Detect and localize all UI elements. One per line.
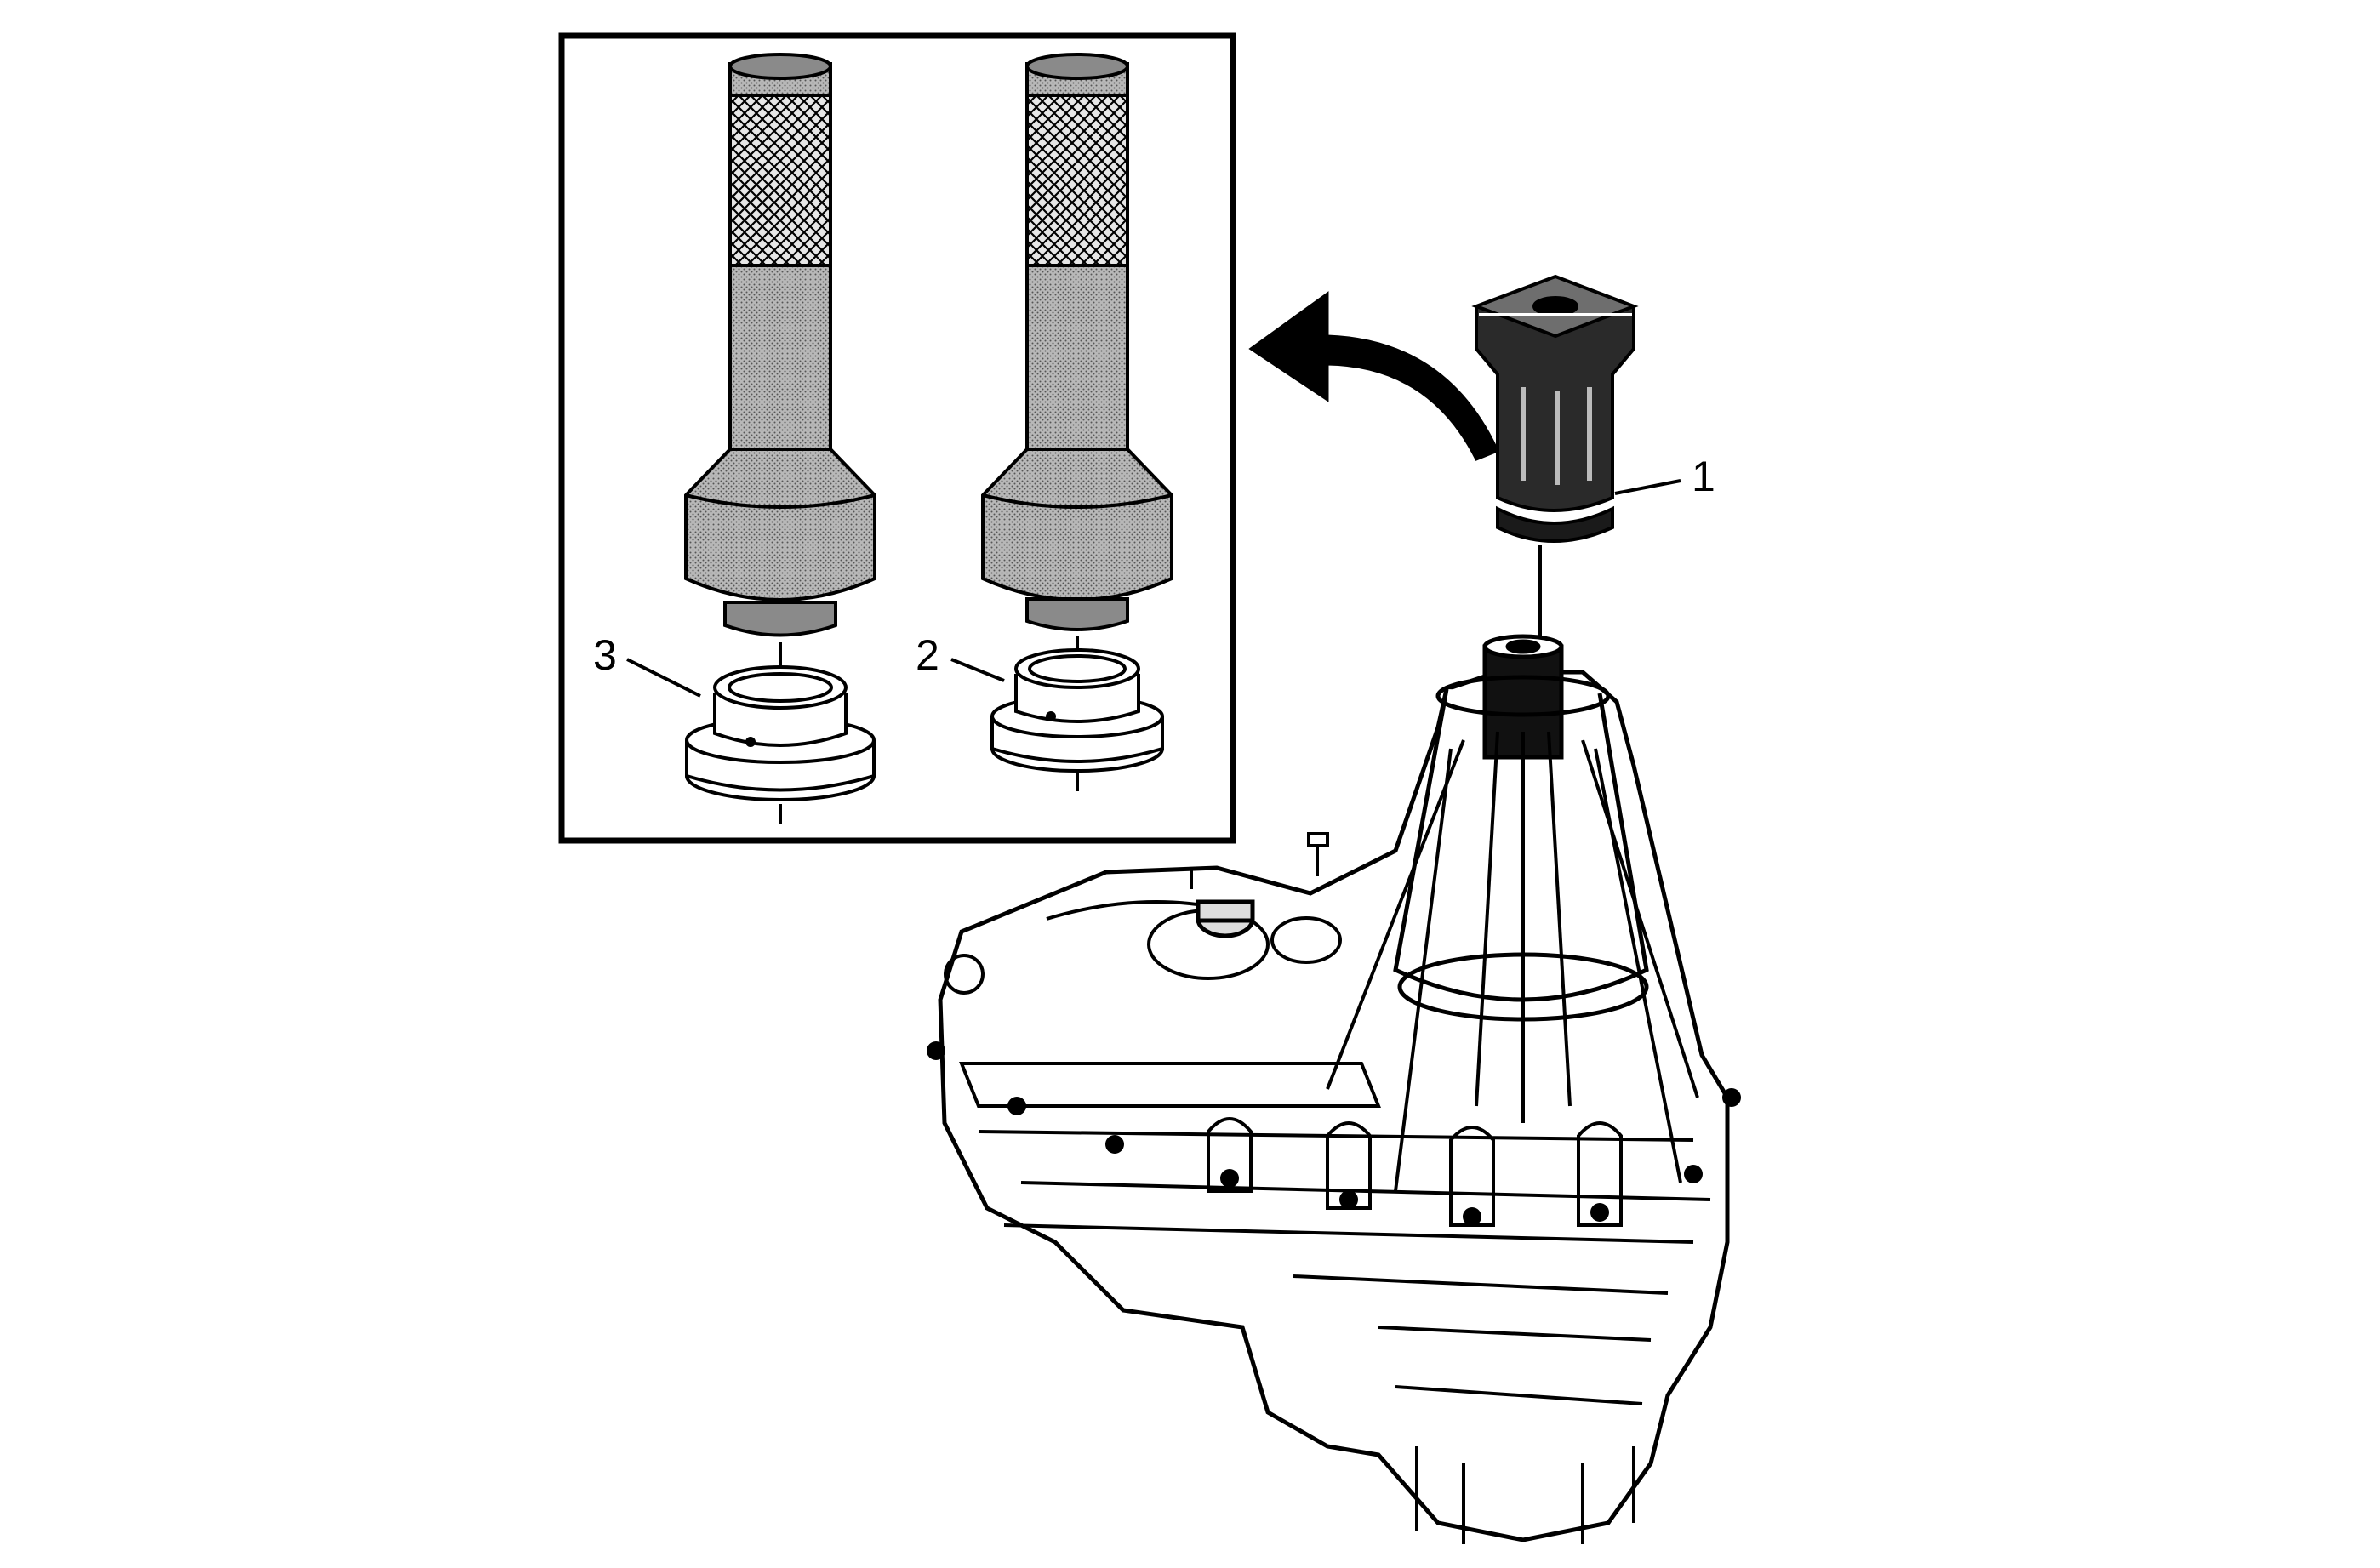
seal-3	[685, 665, 876, 824]
callout-2: 2	[916, 631, 939, 679]
seal-2	[990, 648, 1164, 791]
callout-3: 3	[593, 631, 617, 679]
transfer-case	[927, 634, 1741, 1544]
leader-lines	[626, 479, 1681, 698]
callout-1: 1	[1692, 453, 1715, 500]
leader-line-2	[950, 658, 1005, 682]
removed-seal-1	[1471, 274, 1639, 647]
leader-line-1	[1614, 479, 1681, 495]
leader-line-3	[626, 658, 701, 698]
seal-installer-tool-left	[684, 53, 876, 672]
seal-installer-tool-right	[981, 53, 1173, 664]
removal-arrow	[1248, 291, 1500, 461]
